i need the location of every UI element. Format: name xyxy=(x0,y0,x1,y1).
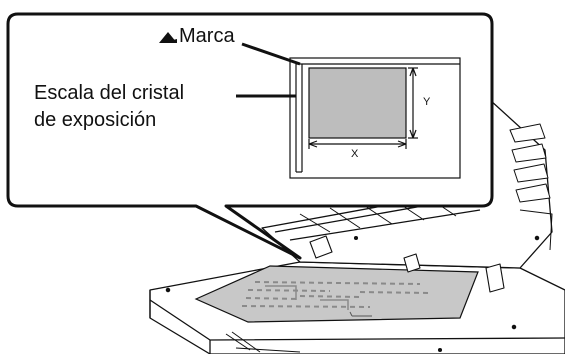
escala-label: Escala del cristal de exposición xyxy=(34,80,184,134)
glass-platen xyxy=(194,265,479,323)
document-area xyxy=(308,67,407,139)
marca-label: Marca xyxy=(158,25,235,48)
escala-text-line1: Escala del cristal xyxy=(34,82,185,104)
corner-triangle-arrow-icon xyxy=(159,31,177,43)
escala-text-line2: de exposición xyxy=(34,109,157,131)
marca-leader xyxy=(241,42,301,66)
y-label: Y xyxy=(423,96,431,108)
leader-lines xyxy=(236,42,301,98)
marca-text: Marca xyxy=(179,25,235,47)
zoomed-glass xyxy=(289,57,461,179)
x-label: X xyxy=(351,148,359,160)
